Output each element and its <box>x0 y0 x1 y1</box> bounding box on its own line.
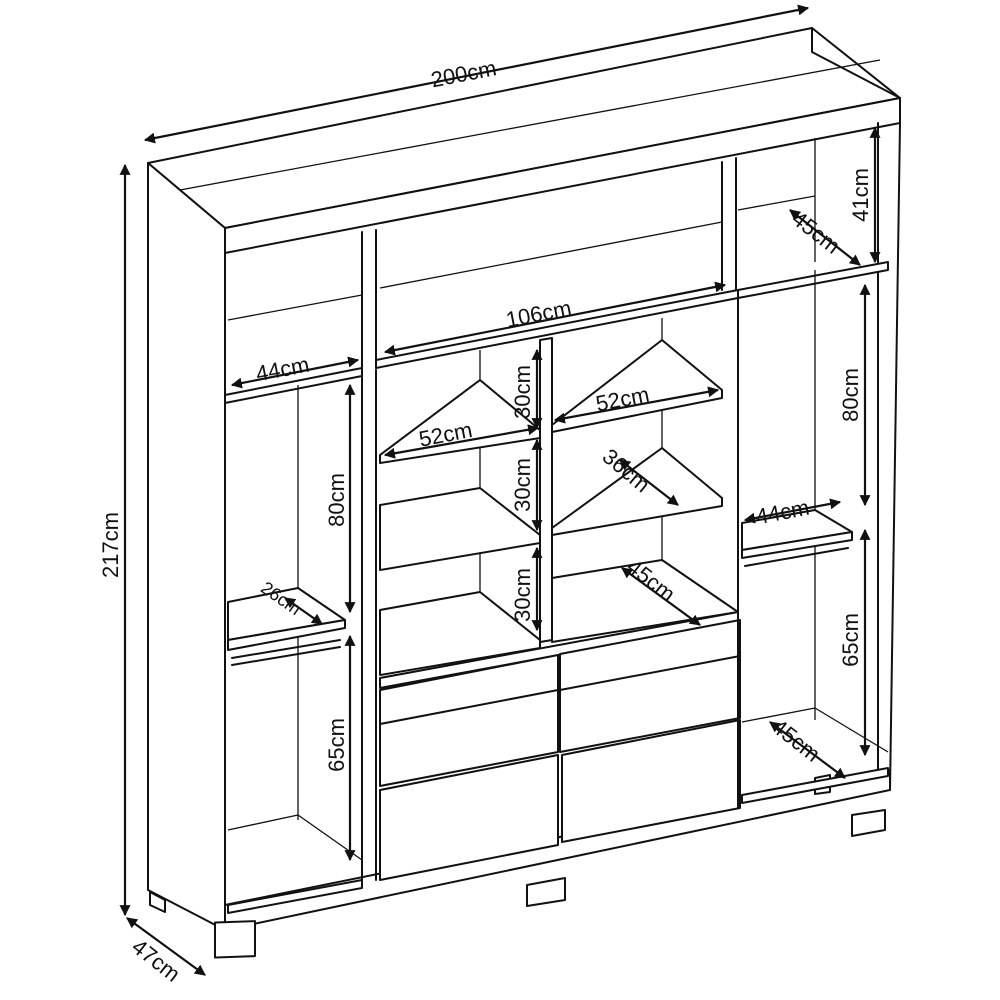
label-right-bottom-depth: 45cm <box>767 714 825 767</box>
drawer-bottom-left <box>379 754 559 881</box>
label-top-depth: 45cm <box>787 206 845 259</box>
drawers <box>379 619 741 881</box>
label-shelf-gap-3: 30cm <box>510 568 535 622</box>
drawer-mid-left <box>379 689 559 787</box>
dim-shelf-right-width <box>553 386 720 424</box>
label-shelf-gap-2: 30cm <box>510 458 535 512</box>
label-top-height: 41cm <box>848 168 873 222</box>
label-shelf-gap-1: 30cm <box>510 365 535 419</box>
dim-shelf-left-width <box>383 424 540 459</box>
dim-depth-total <box>126 917 206 976</box>
drawer-mid-right <box>559 655 741 753</box>
label-right-upper-height: 80cm <box>838 368 863 422</box>
label-height-total: 217cm <box>98 512 123 578</box>
label-depth-total: 47cm <box>127 934 185 987</box>
label-left-upper-height: 80cm <box>324 473 349 527</box>
dimension-arrows <box>119 4 881 976</box>
dim-top-depth <box>789 209 861 266</box>
foot-left <box>214 920 256 959</box>
left-column <box>227 369 377 914</box>
drawer-bottom-right <box>561 719 741 843</box>
dim-right-bottom-depth <box>769 721 846 779</box>
dim-left-rail-depth <box>284 597 323 625</box>
dim-center-width <box>383 281 727 356</box>
label-left-lower-height: 65cm <box>324 718 349 772</box>
dim-left-width <box>230 356 360 389</box>
dim-right-width <box>743 498 842 524</box>
label-width-total: 200cm <box>429 55 499 92</box>
dim-width-total <box>143 4 810 144</box>
dim-shelf-depth-36 <box>619 459 679 506</box>
dim-shelf-depth-45 <box>621 567 701 626</box>
label-right-lower-height: 65cm <box>838 613 863 667</box>
